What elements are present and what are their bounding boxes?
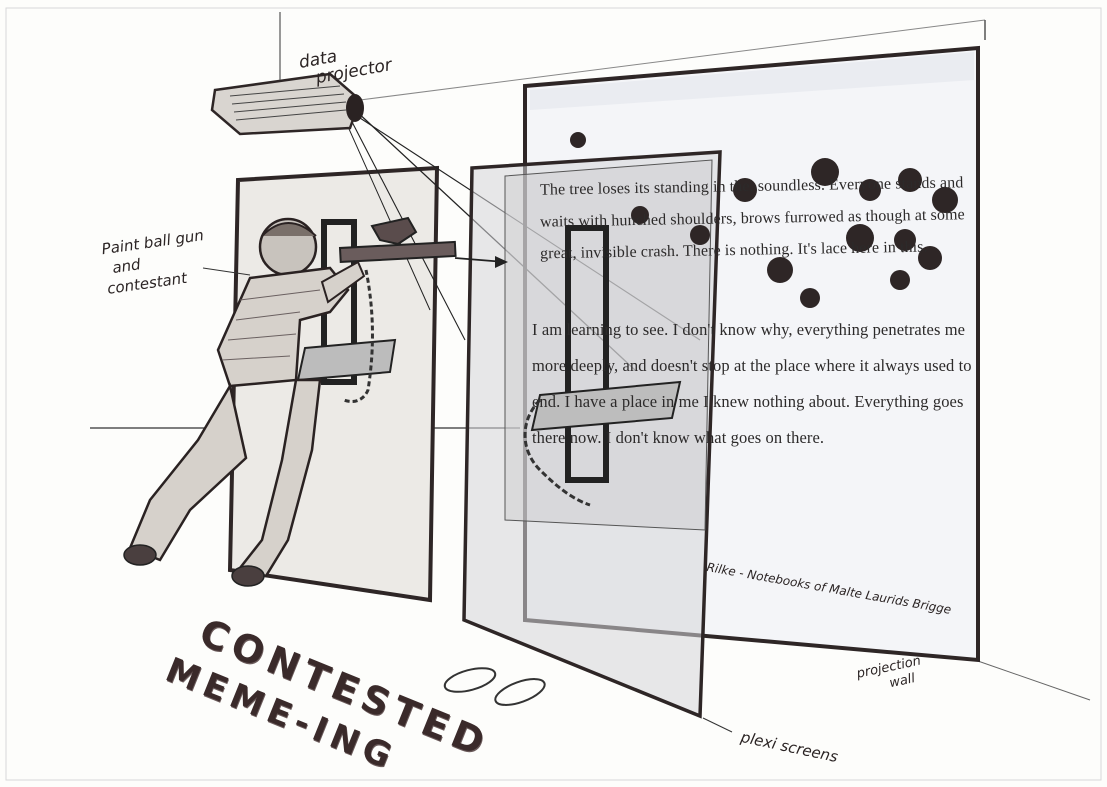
projected-line: end. I have a place in me I knew nothing… — [532, 392, 964, 412]
footprints-icon — [442, 664, 548, 711]
projected-line: there now. I don't know what goes on the… — [532, 428, 824, 448]
floor-line — [975, 660, 1090, 700]
plexi-leader — [703, 718, 732, 732]
projected-line: I am learning to see. I don't know why, … — [532, 320, 965, 340]
projected-line: more deeply, and doesn't stop at the pla… — [532, 356, 972, 376]
